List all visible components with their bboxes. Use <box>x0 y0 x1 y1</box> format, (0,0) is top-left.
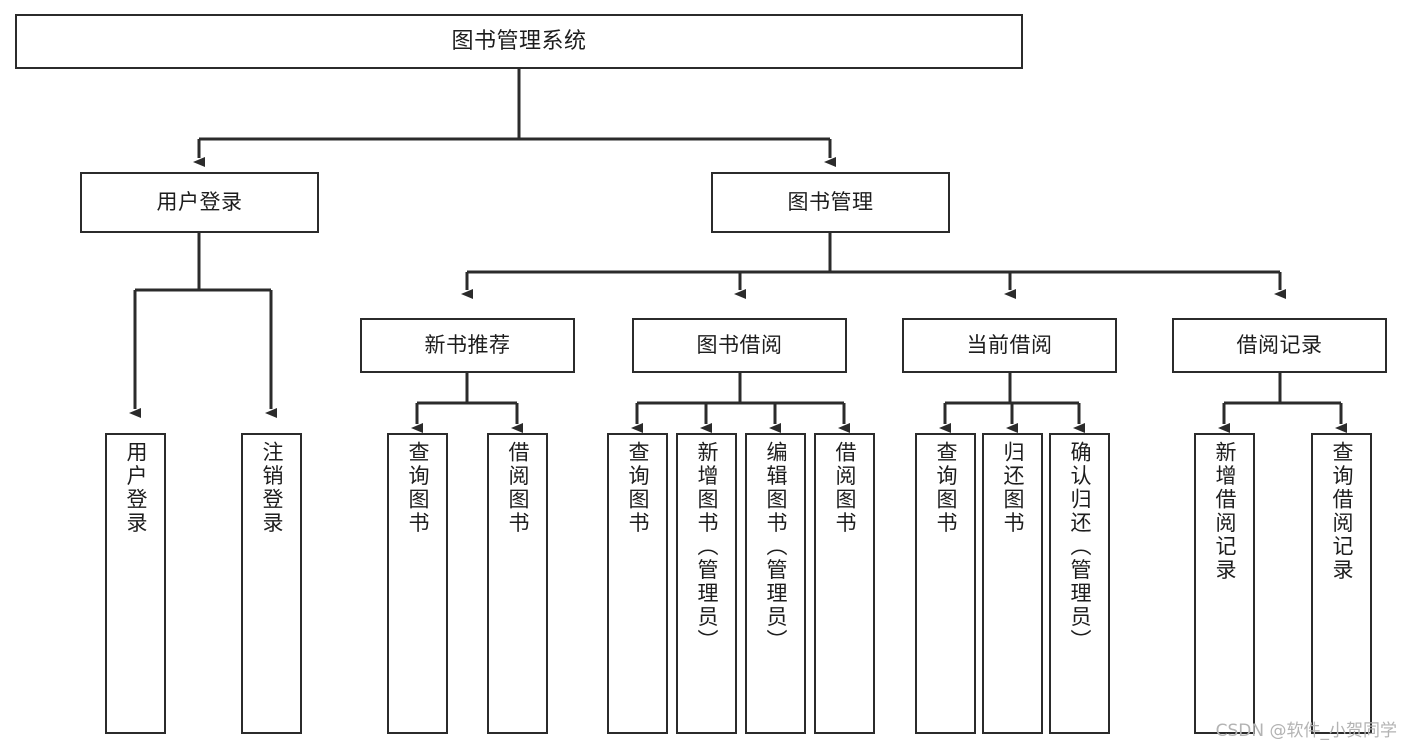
leaf-user-login[interactable]: 用户登录 <box>105 433 166 734</box>
node-label: 查询图书 <box>626 441 650 535</box>
node-label: 注销登录 <box>260 441 284 535</box>
node-user-login[interactable]: 用户登录 <box>80 172 319 233</box>
leaf-logout[interactable]: 注销登录 <box>241 433 302 734</box>
leaf-borrow-book-2[interactable]: 借阅图书 <box>814 433 875 734</box>
node-book-management[interactable]: 图书管理 <box>711 172 950 233</box>
node-label: 图书管理系统 <box>451 28 587 54</box>
node-root-book-management-system[interactable]: 图书管理系统 <box>15 14 1023 69</box>
node-new-book-recommendation[interactable]: 新书推荐 <box>360 318 575 373</box>
node-current-borrowing[interactable]: 当前借阅 <box>902 318 1117 373</box>
node-label: 新增图书（管理员） <box>695 441 719 653</box>
node-label: 图书借阅 <box>696 333 783 358</box>
watermark: CSDN @软件_小贺同学 <box>1215 721 1397 741</box>
leaf-add-borrowing-record[interactable]: 新增借阅记录 <box>1194 433 1255 734</box>
node-label: 借阅图书 <box>506 441 530 535</box>
leaf-query-borrowing-record[interactable]: 查询借阅记录 <box>1311 433 1372 734</box>
node-book-borrowing[interactable]: 图书借阅 <box>632 318 847 373</box>
leaf-return-book[interactable]: 归还图书 <box>982 433 1043 734</box>
leaf-confirm-return[interactable]: 确认归还（管理员） <box>1049 433 1110 734</box>
node-label: 当前借阅 <box>966 333 1053 358</box>
node-label: 用户登录 <box>156 190 243 215</box>
node-label: 图书管理 <box>787 190 874 215</box>
leaf-add-book[interactable]: 新增图书（管理员） <box>676 433 737 734</box>
leaf-borrow-book-1[interactable]: 借阅图书 <box>487 433 548 734</box>
leaf-edit-book[interactable]: 编辑图书（管理员） <box>745 433 806 734</box>
leaf-query-book-1[interactable]: 查询图书 <box>387 433 448 734</box>
node-label: 编辑图书（管理员） <box>764 441 788 653</box>
node-label: 借阅记录 <box>1236 333 1323 358</box>
node-label: 新增借阅记录 <box>1213 441 1237 582</box>
node-label: 确认归还（管理员） <box>1068 441 1092 653</box>
node-label: 新书推荐 <box>424 333 511 358</box>
leaf-query-book-2[interactable]: 查询图书 <box>607 433 668 734</box>
leaf-query-book-3[interactable]: 查询图书 <box>915 433 976 734</box>
node-label: 归还图书 <box>1001 441 1025 535</box>
node-label: 借阅图书 <box>833 441 857 535</box>
node-label: 查询图书 <box>934 441 958 535</box>
node-label: 查询借阅记录 <box>1330 441 1354 582</box>
node-borrowing-records[interactable]: 借阅记录 <box>1172 318 1387 373</box>
node-label: 用户登录 <box>124 441 148 535</box>
node-label: 查询图书 <box>406 441 430 535</box>
